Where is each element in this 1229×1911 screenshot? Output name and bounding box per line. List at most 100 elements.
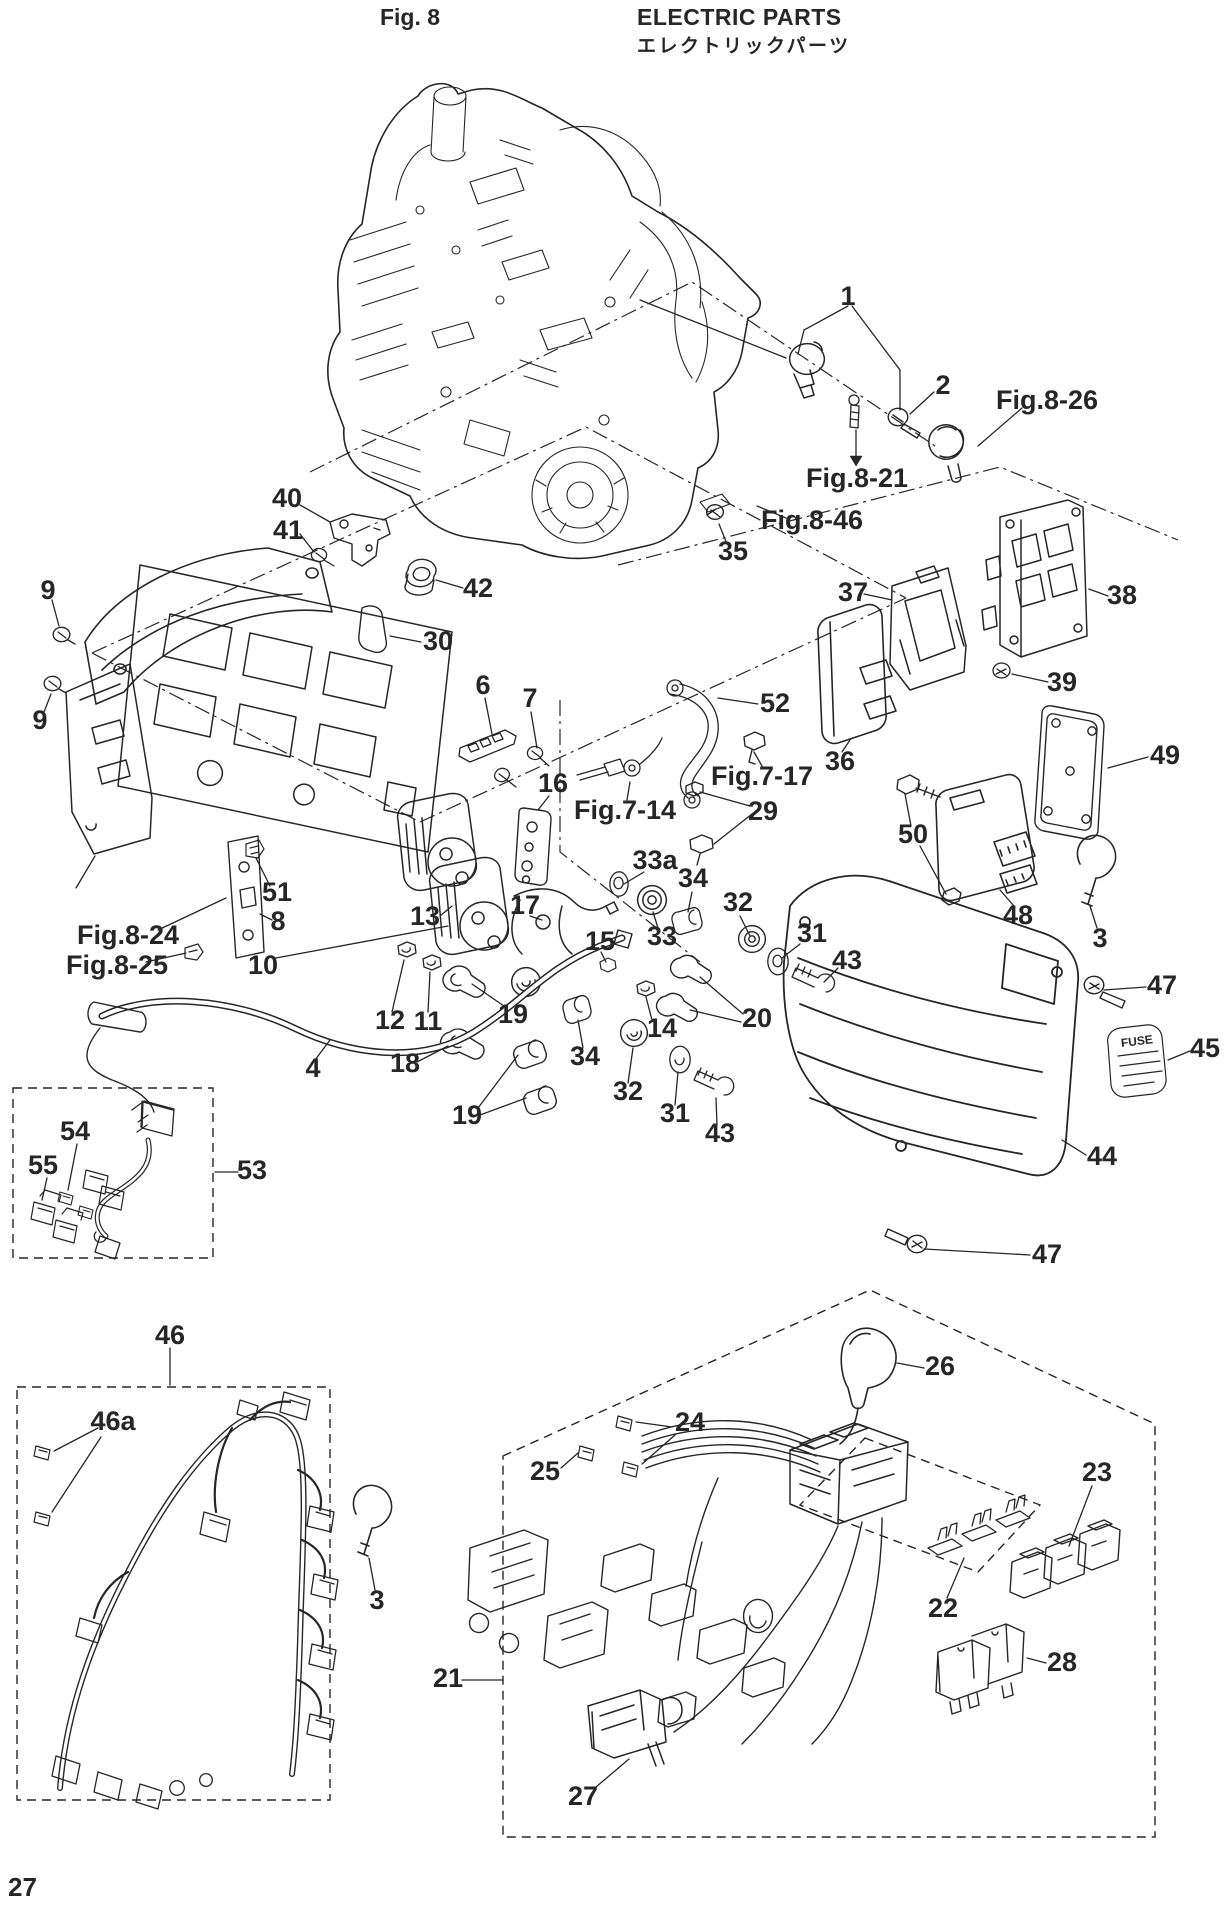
leader-line <box>781 943 801 959</box>
part-label-20: 20 <box>742 1003 772 1033</box>
leader-line <box>1011 673 1049 683</box>
leader-line <box>53 1427 99 1452</box>
fuse-holders-23 <box>1009 1519 1121 1599</box>
part-label-24: 24 <box>675 1407 705 1437</box>
part-label-46: 46 <box>155 1320 185 1350</box>
part-label-49: 49 <box>1150 740 1180 770</box>
part-label-8: 8 <box>270 906 285 936</box>
washer-32-lower <box>619 1018 649 1048</box>
leader-line <box>484 697 493 735</box>
leader-line <box>756 505 787 519</box>
leader-line <box>67 1143 78 1191</box>
part-label-18: 18 <box>390 1048 420 1078</box>
leader-line <box>739 915 751 937</box>
harness-46-branches <box>92 1400 327 1720</box>
cable-tie-3-bottom <box>352 1484 393 1557</box>
part-label-44: 44 <box>1087 1141 1117 1171</box>
clips-24-25 <box>577 1415 639 1478</box>
page-title: ELECTRIC PARTS <box>637 4 842 30</box>
leader-line <box>299 533 315 553</box>
spacer-34-upper <box>671 906 703 936</box>
part-label-37: 37 <box>838 577 868 607</box>
leader-line <box>529 915 543 921</box>
leader-line <box>797 305 849 355</box>
part-label-14: 14 <box>647 1013 677 1043</box>
connectors-53-small <box>82 1169 125 1211</box>
harness-21-wires <box>641 1420 883 1745</box>
part-label-31: 31 <box>660 1098 690 1128</box>
bolts-50 <box>896 774 962 906</box>
part-label-16: 16 <box>538 768 568 798</box>
phantom-line <box>559 700 701 963</box>
gasket-49 <box>1034 705 1105 840</box>
leader-line <box>674 1071 679 1106</box>
leader-line <box>157 897 227 931</box>
connector-53 <box>131 1100 175 1137</box>
part-label-Fig-8-21: Fig.8-21 <box>806 463 908 493</box>
engine-illustration-outline <box>327 82 761 560</box>
part-label-32: 32 <box>613 1076 643 1106</box>
part-label-54: 54 <box>60 1116 90 1146</box>
ecu-48 <box>935 773 1038 902</box>
part-label-30: 30 <box>423 626 453 656</box>
part-label-11: 11 <box>414 1006 443 1036</box>
leader-line <box>919 845 947 895</box>
screw-43-upper <box>791 963 836 993</box>
leader-line <box>479 1097 527 1116</box>
wire-bracket-17 <box>511 888 619 955</box>
leader-line <box>699 976 744 1015</box>
engine-illustration-details <box>349 86 709 544</box>
part-label-31: 31 <box>797 918 827 948</box>
screw-39 <box>992 662 1011 679</box>
part-label-21: 21 <box>433 1663 463 1693</box>
washer-33a <box>609 871 629 897</box>
pressure-switch-1 <box>788 341 826 399</box>
part-label-33a: 33a <box>632 845 678 875</box>
leader-line <box>1089 905 1098 929</box>
part-label-42: 42 <box>463 573 493 603</box>
part-label-Fig-8-25: Fig.8-25 <box>66 950 168 980</box>
part-label-19: 19 <box>498 999 528 1029</box>
leader-line <box>145 952 187 963</box>
clip-51 <box>245 839 265 859</box>
leader-line <box>299 504 331 523</box>
leader-line <box>1103 986 1147 991</box>
phantom-line <box>91 652 421 823</box>
group-box-46 <box>16 1386 331 1801</box>
leader-line <box>51 1436 102 1513</box>
part-label-7: 7 <box>522 683 537 713</box>
leader-line <box>41 1177 48 1201</box>
knob-fig826 <box>928 424 965 483</box>
part-label-12: 12 <box>375 1005 405 1035</box>
part-label-47: 47 <box>1147 970 1177 1000</box>
part-label-39: 39 <box>1047 667 1077 697</box>
figure-number: Fig. 8 <box>379 4 441 30</box>
bullet-34-lower <box>562 994 592 1025</box>
leader-line <box>717 697 759 705</box>
nut-11 <box>422 954 442 971</box>
plate-8 <box>227 835 265 959</box>
part-label-45: 45 <box>1190 1033 1220 1063</box>
harness-21-connectors <box>467 1529 786 1728</box>
part-label-38: 38 <box>1107 580 1137 610</box>
fuse-sticker-text: FUSE <box>1120 1032 1153 1050</box>
screw-41 <box>310 547 335 567</box>
fuse-boxes-55 <box>30 1189 84 1244</box>
screw-6 <box>493 767 517 788</box>
part-label-50: 50 <box>898 819 928 849</box>
bolts-29 <box>685 781 714 866</box>
leader-line <box>275 925 449 959</box>
leader-line <box>477 1054 519 1109</box>
fusebox-harness-21 <box>789 1422 909 1525</box>
leader-line <box>652 911 659 929</box>
leader-line <box>687 891 693 913</box>
leader-line <box>626 781 631 801</box>
leader-line <box>823 967 839 983</box>
washer-31-upper <box>767 947 789 976</box>
part-label-48: 48 <box>1003 900 1033 930</box>
leader-line <box>977 407 1023 447</box>
grommet-42 <box>404 558 437 596</box>
leader-line <box>391 959 405 1013</box>
